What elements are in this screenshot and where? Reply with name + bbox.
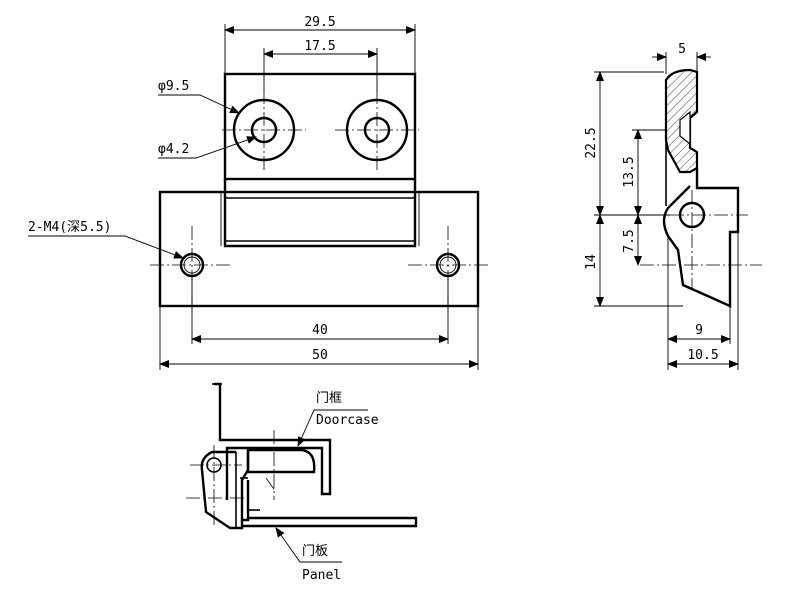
dim-depth-inner: 9 <box>695 323 703 338</box>
base-block-outline <box>158 190 480 308</box>
dim-thickness: 5 <box>678 42 686 57</box>
install-hinge-body <box>200 450 250 530</box>
dim-top-inner: 17.5 <box>304 39 335 54</box>
dim-lower-height: 14 <box>584 254 599 270</box>
panel-profile <box>242 480 418 528</box>
panel-label-en: Panel <box>302 568 341 583</box>
dim-top-outer: 29.5 <box>304 15 335 30</box>
doorcase-leaf <box>246 448 316 474</box>
knuckle-band <box>223 179 417 248</box>
panel-label-cn: 门板 <box>302 544 328 559</box>
dim-outer-diameter: φ9.5 <box>158 79 189 94</box>
doorcase-profile <box>214 382 332 500</box>
front-view: 29.5 17.5 φ9.5 φ4.2 2-M4(深5.5) 40 50 <box>28 15 490 370</box>
side-view: 5 22.5 13.5 7.5 14 9 10.5 <box>584 42 762 370</box>
dim-depth-outer: 10.5 <box>687 348 718 363</box>
doorcase-label-en: Doorcase <box>316 413 379 428</box>
doorcase-label-cn: 门框 <box>316 391 342 406</box>
dim-total-height: 22.5 <box>584 127 599 158</box>
install-view: 门框 Doorcase 门板 Panel <box>186 382 418 583</box>
dim-lower-offset: 7.5 <box>622 229 637 252</box>
dim-base-width: 50 <box>312 348 328 363</box>
side-lower-body <box>662 168 740 308</box>
dim-thread-spec: 2-M4(深5.5) <box>28 220 111 235</box>
dim-base-holes: 40 <box>312 323 328 338</box>
dim-upper-height: 13.5 <box>622 156 637 187</box>
top-leaf-outline <box>223 72 417 181</box>
dim-hole-diameter: φ4.2 <box>158 142 189 157</box>
